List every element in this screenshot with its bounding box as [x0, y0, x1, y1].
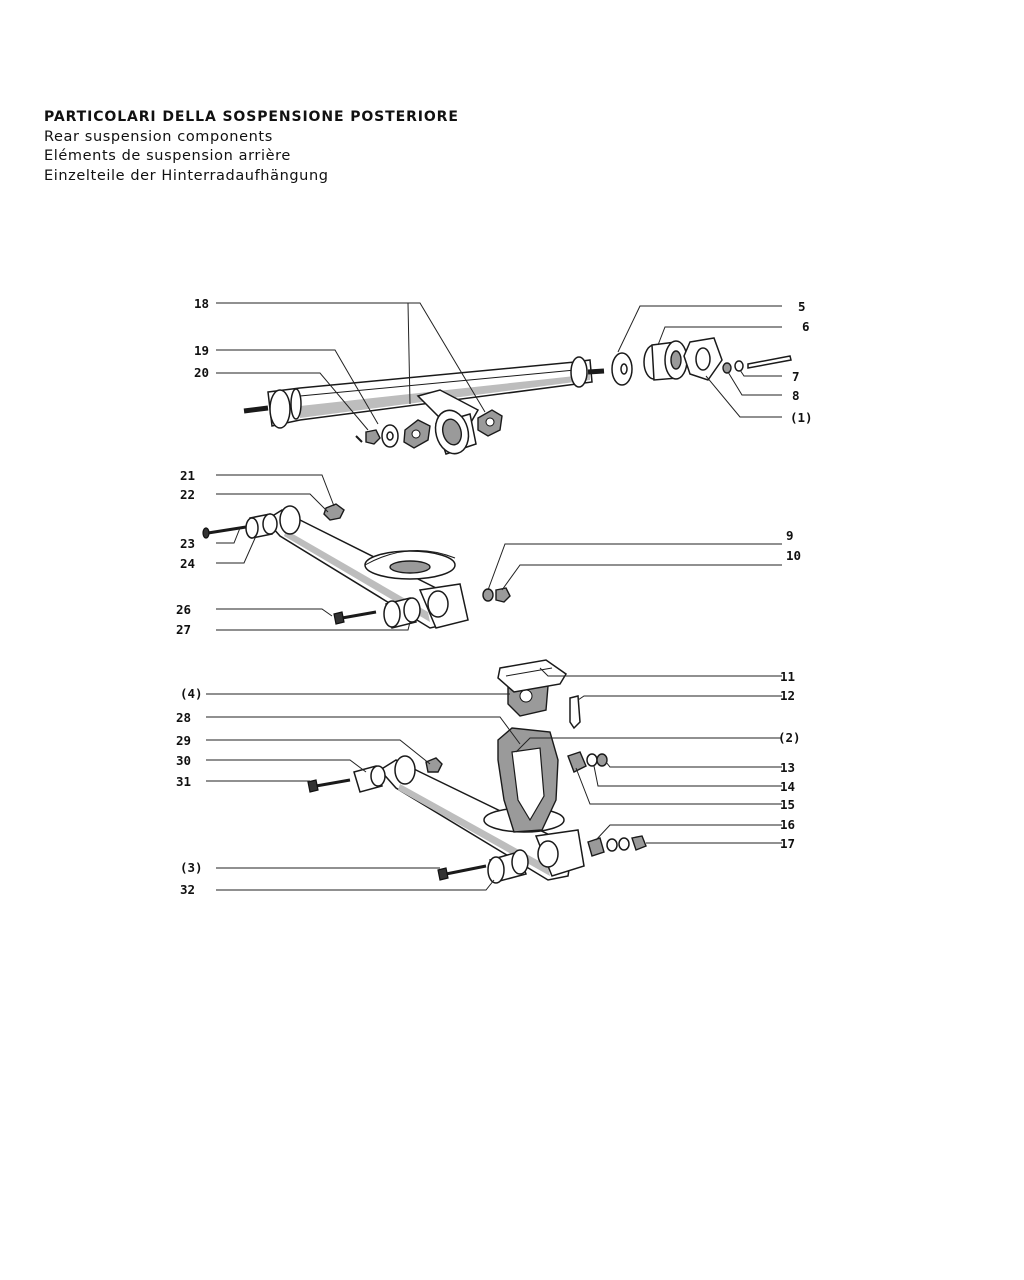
label-20: 20	[194, 365, 209, 380]
label-15: 15	[780, 797, 795, 812]
label-5: 5	[798, 299, 806, 314]
trailing-arm-upper	[264, 505, 469, 629]
label-24: 24	[180, 556, 195, 571]
leader-lines-group3	[206, 667, 782, 891]
pin-12	[569, 695, 581, 730]
label-21: 21	[180, 468, 195, 483]
nut-29	[425, 757, 443, 773]
bearing-housing-6	[643, 340, 688, 381]
label-23: 23	[180, 536, 195, 551]
label-22: 22	[180, 487, 195, 502]
part-number-labels: 18 19 20 5 6 7 8 (1) 21 22 23 24 26 27 9…	[176, 296, 813, 897]
label-19: 19	[194, 343, 209, 358]
label-12: 12	[780, 688, 795, 703]
label-7: 7	[792, 369, 800, 384]
bush-30	[353, 765, 386, 793]
bush-27	[383, 597, 421, 629]
label-27: 27	[176, 622, 191, 637]
nuts-13-14-15	[567, 751, 608, 773]
label-18: 18	[194, 296, 209, 311]
label-8: 8	[792, 388, 800, 403]
leader-lines-group1	[216, 302, 782, 431]
title-italian: PARTICOLARI DELLA SOSPENSIONE POSTERIORE	[44, 109, 459, 125]
leader-lines-group2	[216, 474, 782, 631]
title-block: PARTICOLARI DELLA SOSPENSIONE POSTERIORE…	[44, 108, 459, 186]
label-p4: (4)	[180, 686, 203, 701]
label-10: 10	[786, 548, 801, 563]
label-p3: (3)	[180, 860, 203, 875]
washer-5	[611, 352, 633, 386]
nut-22	[323, 503, 345, 521]
washer-nut-7-8	[722, 355, 792, 374]
label-32: 32	[180, 882, 195, 897]
bush-32	[487, 849, 529, 884]
flange-plate	[683, 337, 723, 381]
label-6: 6	[802, 319, 810, 334]
bolt-3	[437, 864, 487, 881]
label-17: 17	[780, 836, 795, 851]
label-30: 30	[176, 753, 191, 768]
label-13: 13	[780, 760, 795, 775]
rubber-mount-left	[403, 419, 431, 449]
nuts-9-10	[482, 587, 511, 603]
rubber-mount-right	[477, 409, 503, 437]
title-french: Eléments de suspension arrière	[44, 148, 291, 164]
bolt-26	[333, 610, 377, 625]
axle-bush-large	[434, 409, 477, 455]
label-p1: (1)	[790, 410, 813, 425]
nut-20	[355, 429, 381, 445]
label-9: 9	[786, 528, 794, 543]
label-26: 26	[176, 602, 191, 617]
spring-bracket-2	[497, 727, 559, 833]
bolt-31	[307, 778, 351, 793]
label-11: 11	[780, 669, 795, 684]
washer-19	[381, 424, 399, 448]
label-28: 28	[176, 710, 191, 725]
label-p2: (2)	[778, 730, 801, 745]
title-german: Einzelteile der Hinterradaufhängung	[44, 167, 329, 184]
label-14: 14	[780, 779, 795, 794]
plate-11	[497, 659, 568, 693]
label-16: 16	[780, 817, 795, 832]
label-29: 29	[176, 733, 191, 748]
label-31: 31	[176, 774, 191, 789]
axle-beam-assembly	[243, 356, 605, 429]
bush-24	[245, 513, 278, 539]
title-english: Rear suspension components	[44, 128, 273, 145]
